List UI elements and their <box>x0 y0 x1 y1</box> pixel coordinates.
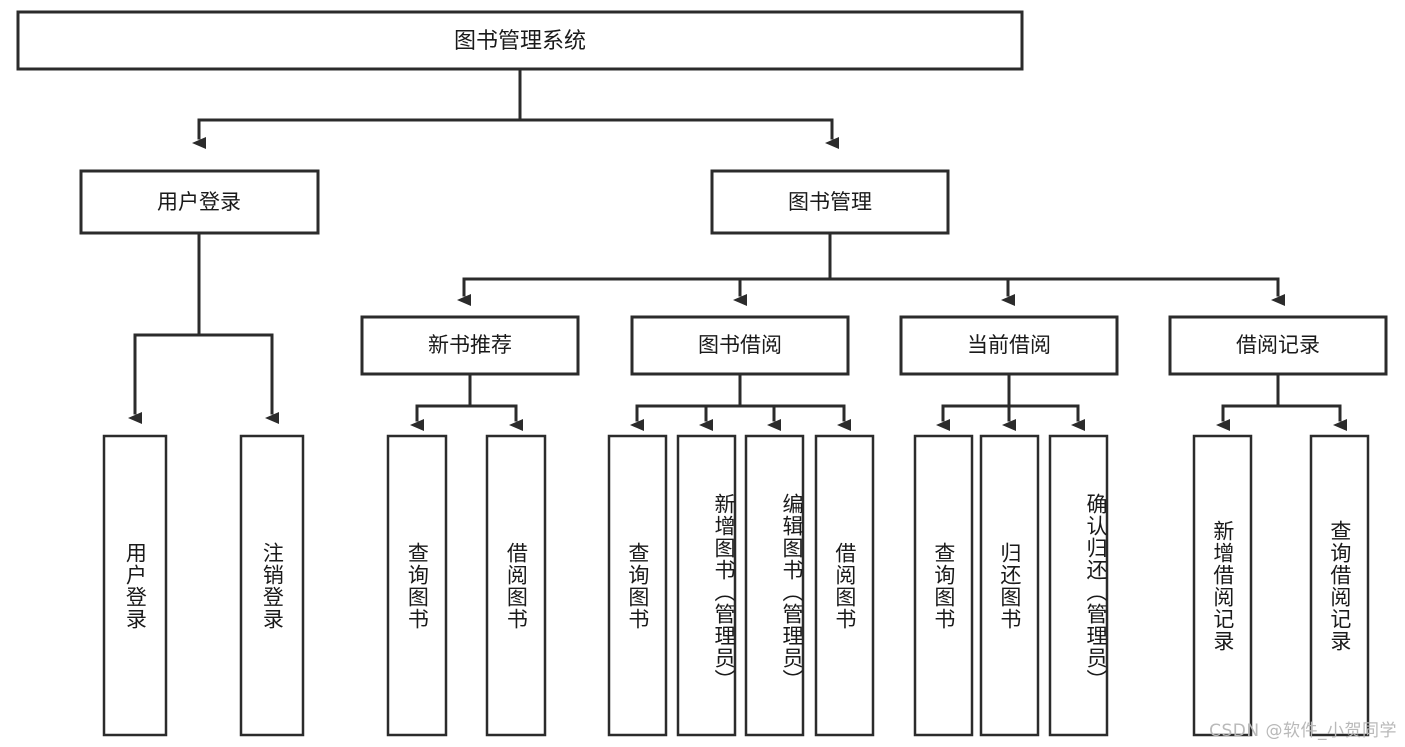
connector-new-book-recommend-to-leaves <box>410 372 523 431</box>
leaf-box-recommend-2[interactable] <box>485 434 547 737</box>
leaf-box-record-2[interactable] <box>1309 434 1370 737</box>
node-current-borrow-label: 当前借阅 <box>967 333 1051 357</box>
csdn-watermark: CSDN @软件_小贺同学 <box>1209 721 1397 741</box>
connector-user-login-to-leaves <box>128 231 279 424</box>
leaf-label-borrow-3: 编辑图书（管理员） <box>780 492 804 691</box>
connector-book-borrow-to-leaves <box>630 372 851 431</box>
node-new-book-recommend-label: 新书推荐 <box>428 333 512 357</box>
leaf-label-current-3: 确认归还（管理员） <box>1084 492 1108 691</box>
leaf-label-user-login-2: 注销登录 <box>260 541 285 630</box>
leaf-label-record-2: 查询借阅记录 <box>1327 519 1352 652</box>
node-root[interactable]: 图书管理系统 <box>16 10 1024 71</box>
node-user-login-label: 用户登录 <box>157 190 241 214</box>
leaf-box-user-login-1[interactable] <box>102 434 168 737</box>
leaf-box-borrow-1[interactable] <box>607 434 668 737</box>
node-borrow-record[interactable]: 借阅记录 <box>1168 315 1388 376</box>
leaf-box-borrow-3[interactable] <box>744 434 805 737</box>
node-book-borrow-label: 图书借阅 <box>698 333 782 357</box>
node-new-book-recommend[interactable]: 新书推荐 <box>360 315 580 376</box>
node-borrow-record-label: 借阅记录 <box>1236 333 1320 357</box>
leaf-label-current-2: 归还图书 <box>997 541 1022 630</box>
node-book-management[interactable]: 图书管理 <box>710 169 950 235</box>
leaf-label-recommend-1: 查询图书 <box>405 541 430 630</box>
leaf-box-current-1[interactable] <box>913 434 974 737</box>
leaf-box-record-1[interactable] <box>1192 434 1253 737</box>
leaf-box-current-2[interactable] <box>979 434 1040 737</box>
leaf-label-recommend-2: 借阅图书 <box>504 541 529 630</box>
leaf-box-user-login-2[interactable] <box>239 434 305 737</box>
leaf-label-user-login-1: 用户登录 <box>123 541 148 630</box>
leaf-label-current-1: 查询图书 <box>931 541 956 630</box>
leaf-box-borrow-2[interactable] <box>676 434 737 737</box>
leaf-label-record-1: 新增借阅记录 <box>1210 519 1235 652</box>
node-root-label: 图书管理系统 <box>454 29 586 54</box>
node-user-login[interactable]: 用户登录 <box>79 169 320 235</box>
leaf-box-borrow-4[interactable] <box>814 434 875 737</box>
connector-root-to-level2 <box>192 67 839 149</box>
connector-book-management-to-level3 <box>457 231 1285 306</box>
node-book-management-label: 图书管理 <box>788 190 872 214</box>
leaf-label-borrow-1: 查询图书 <box>625 541 650 630</box>
leaf-label-borrow-4: 借阅图书 <box>832 541 857 630</box>
node-current-borrow[interactable]: 当前借阅 <box>899 315 1119 376</box>
leaf-box-recommend-1[interactable] <box>386 434 448 737</box>
connector-borrow-record-to-leaves <box>1216 372 1347 431</box>
leaf-box-current-3[interactable] <box>1048 434 1109 737</box>
node-book-borrow[interactable]: 图书借阅 <box>630 315 850 376</box>
leaf-label-borrow-2: 新增图书（管理员） <box>712 492 736 691</box>
connector-current-borrow-to-leaves <box>936 372 1085 431</box>
